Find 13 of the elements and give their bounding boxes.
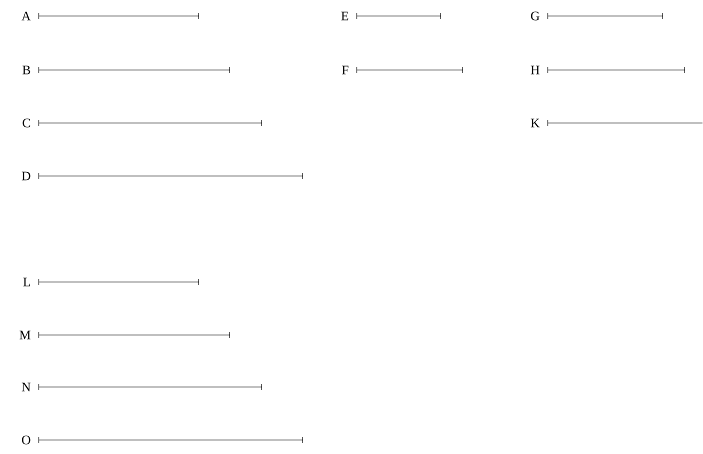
letter-label: E: [341, 12, 348, 20]
letter-label: H: [530, 66, 540, 74]
letter-label: B: [22, 66, 30, 74]
letter-label: D: [22, 172, 30, 180]
letter-label: O: [22, 436, 30, 444]
letter-label: C: [22, 118, 30, 128]
letter-label: L: [23, 278, 30, 286]
letter-label: N: [22, 382, 30, 392]
letter-label: M: [20, 330, 30, 340]
letter-label: K: [530, 118, 540, 128]
letter-label: F: [342, 66, 348, 74]
letter-label: G: [530, 12, 540, 20]
letter-label: A: [22, 12, 31, 20]
